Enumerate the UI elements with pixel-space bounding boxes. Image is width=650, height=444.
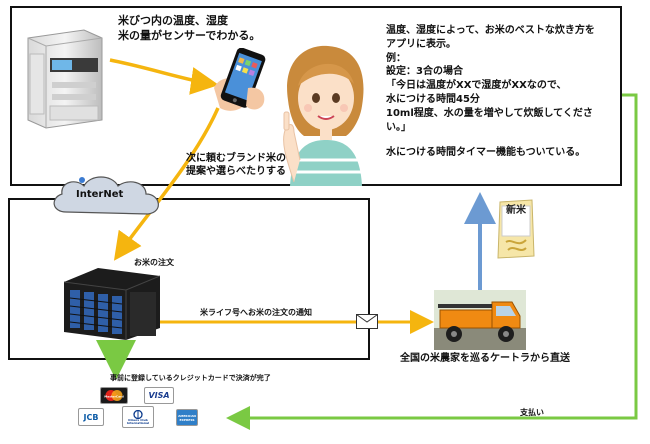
- jcb-card: JCB: [78, 408, 104, 426]
- payment-text: 事前に登録しているクレジットカードで決済が完了: [110, 374, 271, 382]
- notify-label: 米ライフ号へお米の注文の通知: [200, 308, 312, 317]
- app-text-line: 水につける時間45分: [386, 93, 480, 105]
- pay-label: 支払い: [520, 408, 544, 417]
- phone-to-server-arrow: [113, 107, 220, 261]
- internet-label: InterNet: [76, 189, 124, 200]
- server-frame: [8, 198, 370, 360]
- brand-text-line: 次に頼むブランド米の: [186, 153, 286, 164]
- woman-illustration: [283, 45, 364, 186]
- app-text-line: 例：: [386, 52, 406, 64]
- diners-text: Diners Club International: [126, 417, 150, 425]
- visa-card: VISA: [144, 387, 174, 404]
- diners-logo-icon: [133, 409, 143, 419]
- app-text-line: い。」: [386, 121, 411, 133]
- rice-bag-icon: [497, 199, 535, 259]
- app-description: 温度、湿度によって、お米のベストな炊き方を アプリに表示。 例： 設定：3合の場…: [386, 24, 595, 160]
- app-text-line: 水につける時間タイマー機能もついている。: [386, 147, 586, 159]
- app-text-line: 「今日は温度がXXで湿度がXXなので、: [386, 80, 567, 92]
- brand-text-line: 提案や選らべたりする: [186, 166, 286, 178]
- sensor-text-line: 米の量がセンサーでわかる。: [118, 28, 261, 42]
- sensor-description: 米びつ内の温度、湿度 米の量がセンサーでわかる。: [118, 14, 260, 43]
- mastercard-logo-icon: MasterCard: [104, 390, 124, 401]
- app-text-line: 10ml程度、水の量を増やして炊飯してくださ: [386, 107, 593, 119]
- smartphone-icon: [214, 48, 266, 111]
- order-label: お米の注文: [134, 258, 174, 267]
- app-text-line: アプリに表示。: [386, 38, 456, 50]
- internet-cloud-icon: [53, 176, 159, 215]
- kei-truck-icon: [434, 290, 526, 350]
- rice-dispenser-icon: [27, 29, 103, 129]
- delivery-label: 全国の米農家を巡るケートラから直送: [400, 353, 570, 364]
- diners-card: Diners Club International: [122, 406, 154, 428]
- mastercard-card: MasterCard: [100, 387, 128, 404]
- sensor-to-phone-arrow: [109, 58, 219, 95]
- amex-card: AMERICAN EXPRESS: [176, 409, 198, 426]
- app-text-line: [386, 134, 595, 146]
- app-text-line: 温度、湿度によって、お米のベストな炊き方を: [386, 25, 595, 36]
- mastercard-text: MasterCard: [104, 395, 124, 399]
- sensor-text-line: 米びつ内の温度、湿度: [118, 14, 228, 27]
- app-text-line: 設定：3合の場合: [386, 66, 463, 78]
- rice-bag-label: 新米: [506, 205, 526, 216]
- brand-suggestion-text: 次に頼むブランド米の 提案や選らべたりする: [186, 152, 286, 178]
- payment-loop-line: [226, 93, 638, 430]
- server-rack-icon: [64, 268, 160, 340]
- mail-envelope-icon: [356, 314, 378, 329]
